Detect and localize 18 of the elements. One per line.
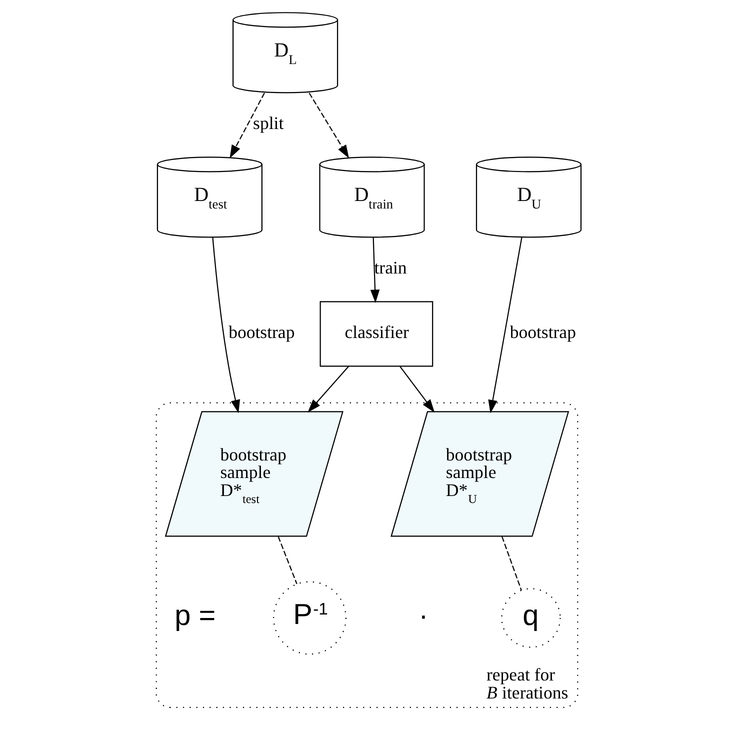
arrow — [488, 237, 522, 414]
node-circle: q — [501, 588, 561, 648]
arrow — [399, 366, 435, 413]
edge-label: train — [374, 258, 407, 278]
node-box: classifier — [320, 301, 434, 367]
arrow — [370, 238, 380, 304]
connector — [278, 536, 298, 584]
arrow — [230, 92, 265, 158]
edge-label: bootstrap — [510, 322, 576, 342]
arrow — [308, 366, 350, 412]
node-circle: P$^{-1}$ — [273, 581, 346, 655]
arrow — [212, 237, 240, 414]
arrow — [308, 92, 350, 158]
edge-label: bootstrap — [228, 322, 295, 342]
connector — [501, 536, 522, 590]
edge-label: split — [253, 113, 284, 134]
label: · — [418, 600, 428, 632]
label: p = — [174, 600, 216, 632]
